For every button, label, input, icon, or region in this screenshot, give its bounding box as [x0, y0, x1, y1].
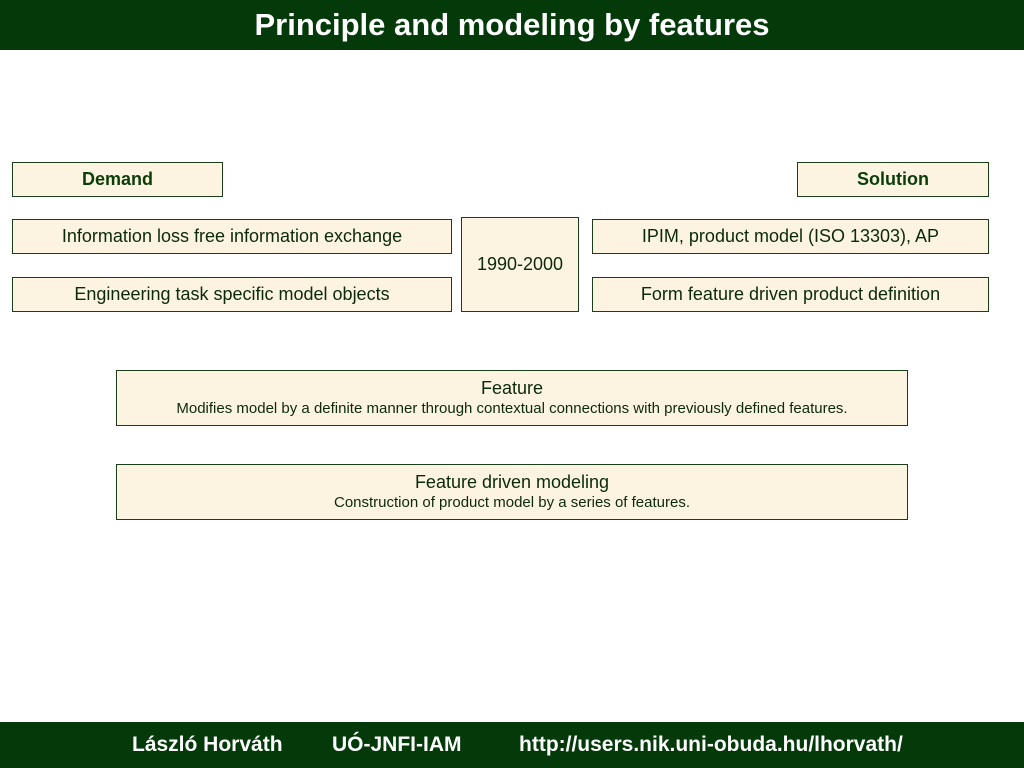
definition-term: Feature driven modeling [414, 472, 610, 492]
footer-url[interactable]: http://users.nik.uni-obuda.hu/lhorvath/ [519, 733, 903, 756]
definition-description: Construction of product model by a serie… [333, 494, 690, 511]
definition-description: Modifies model by a definite manner thro… [176, 400, 848, 417]
solution-header: Solution [857, 169, 929, 189]
solution-header-box: Solution [797, 162, 989, 197]
demand-item-box: Engineering task specific model objects [12, 277, 452, 312]
solution-item-box: IPIM, product model (ISO 13303), AP [592, 219, 989, 254]
slide-title-bar: Principle and modeling by features [0, 0, 1024, 50]
demand-item-text: Information loss free information exchan… [61, 226, 403, 246]
solution-item-text: Form feature driven product definition [640, 284, 941, 304]
period-box: 1990-2000 [461, 217, 579, 312]
demand-header-box: Demand [12, 162, 223, 197]
definition-box-feature: Feature Modifies model by a definite man… [116, 370, 908, 426]
solution-item-box: Form feature driven product definition [592, 277, 989, 312]
footer-author: László Horváth [132, 733, 283, 756]
footer-bar: László Horváth UÓ-JNFI-IAM http://users.… [0, 722, 1024, 768]
demand-item-text: Engineering task specific model objects [74, 284, 390, 304]
demand-header: Demand [81, 169, 153, 189]
solution-item-text: IPIM, product model (ISO 13303), AP [641, 226, 940, 246]
definition-box-feature-driven-modeling: Feature driven modeling Construction of … [116, 464, 908, 520]
footer-institution: UÓ-JNFI-IAM [332, 733, 462, 756]
definition-term: Feature [480, 378, 544, 398]
slide-title: Principle and modeling by features [254, 7, 770, 42]
demand-item-box: Information loss free information exchan… [12, 219, 452, 254]
period-label: 1990-2000 [476, 254, 564, 274]
